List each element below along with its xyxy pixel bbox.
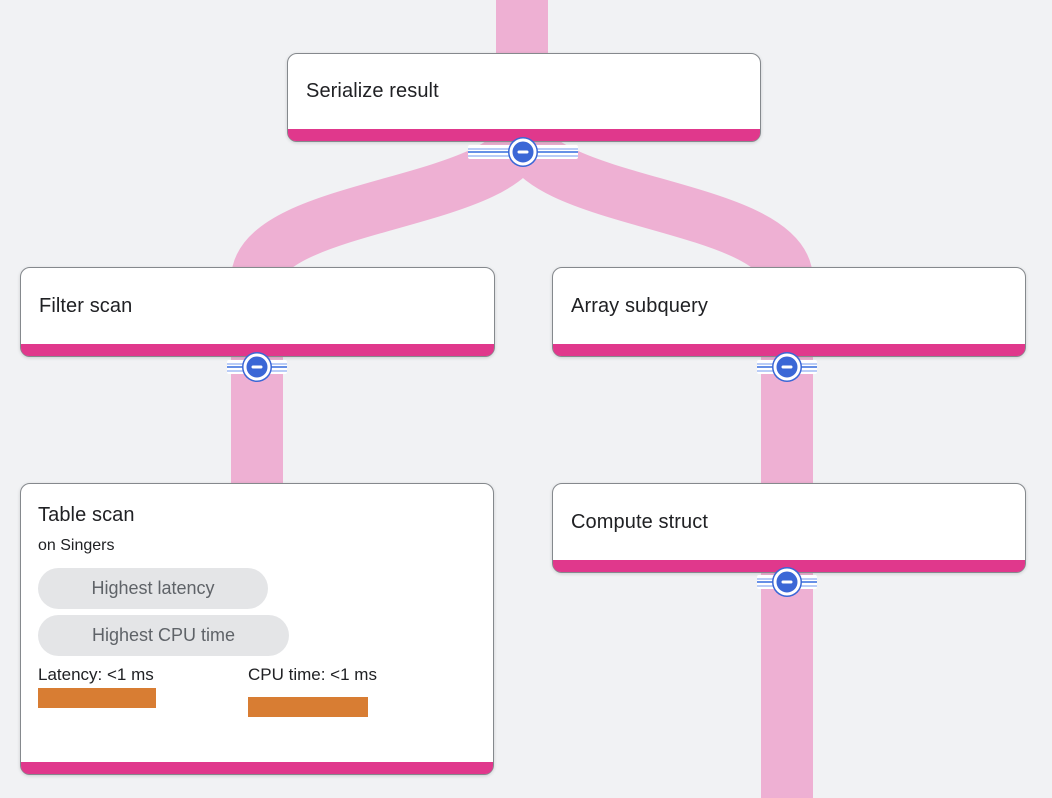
plan-node-serialize-result[interactable]: Serialize result (287, 53, 761, 142)
badge-highest-latency: Highest latency (38, 568, 268, 609)
node-title: Table scan (38, 504, 135, 526)
plan-node-table-scan[interactable]: Table scan on Singers Highest latency Hi… (20, 483, 494, 775)
minus-icon (251, 365, 263, 369)
metric-latency: Latency: <1 ms (38, 664, 248, 717)
flow-link-compute-outgoing (761, 560, 813, 798)
plan-node-filter-scan[interactable]: Filter scan (20, 267, 495, 357)
plan-node-array-subquery[interactable]: Array subquery (552, 267, 1026, 357)
node-title: Serialize result (306, 80, 439, 102)
collapse-control-serialize-result[interactable] (468, 138, 578, 166)
collapse-button[interactable] (773, 568, 801, 596)
metric-label: CPU time: <1 ms (248, 665, 377, 684)
node-subtitle: on Singers (38, 537, 115, 554)
badge-highest-cpu-time: Highest CPU time (38, 615, 289, 656)
collapse-button[interactable] (509, 138, 537, 166)
badge-list: Highest latency Highest CPU time (38, 568, 476, 656)
flow-link-top-incoming (496, 0, 548, 56)
metric-cpu-time: CPU time: <1 ms (248, 664, 377, 717)
node-severity-bar (21, 344, 494, 356)
collapse-control-array-subquery[interactable] (757, 353, 817, 381)
plan-node-compute-struct[interactable]: Compute struct (552, 483, 1026, 573)
minus-icon (781, 365, 793, 369)
node-title: Compute struct (571, 510, 709, 533)
minus-icon (517, 150, 529, 154)
metric-bar-cpu-time (248, 697, 368, 717)
collapse-control-filter-scan[interactable] (227, 353, 287, 381)
collapse-control-compute-struct[interactable] (757, 568, 817, 596)
node-severity-bar (553, 344, 1025, 356)
node-severity-bar (21, 762, 493, 774)
minus-icon (781, 580, 793, 584)
node-title: Array subquery (571, 294, 709, 317)
metric-label: Latency: <1 ms (38, 665, 154, 684)
collapse-button[interactable] (773, 353, 801, 381)
node-severity-bar (553, 560, 1025, 572)
node-severity-bar (288, 129, 760, 141)
metrics-row: Latency: <1 ms CPU time: <1 ms (38, 664, 476, 717)
collapse-button[interactable] (243, 353, 271, 381)
metric-bar-latency (38, 688, 156, 708)
node-title: Filter scan (39, 294, 133, 317)
